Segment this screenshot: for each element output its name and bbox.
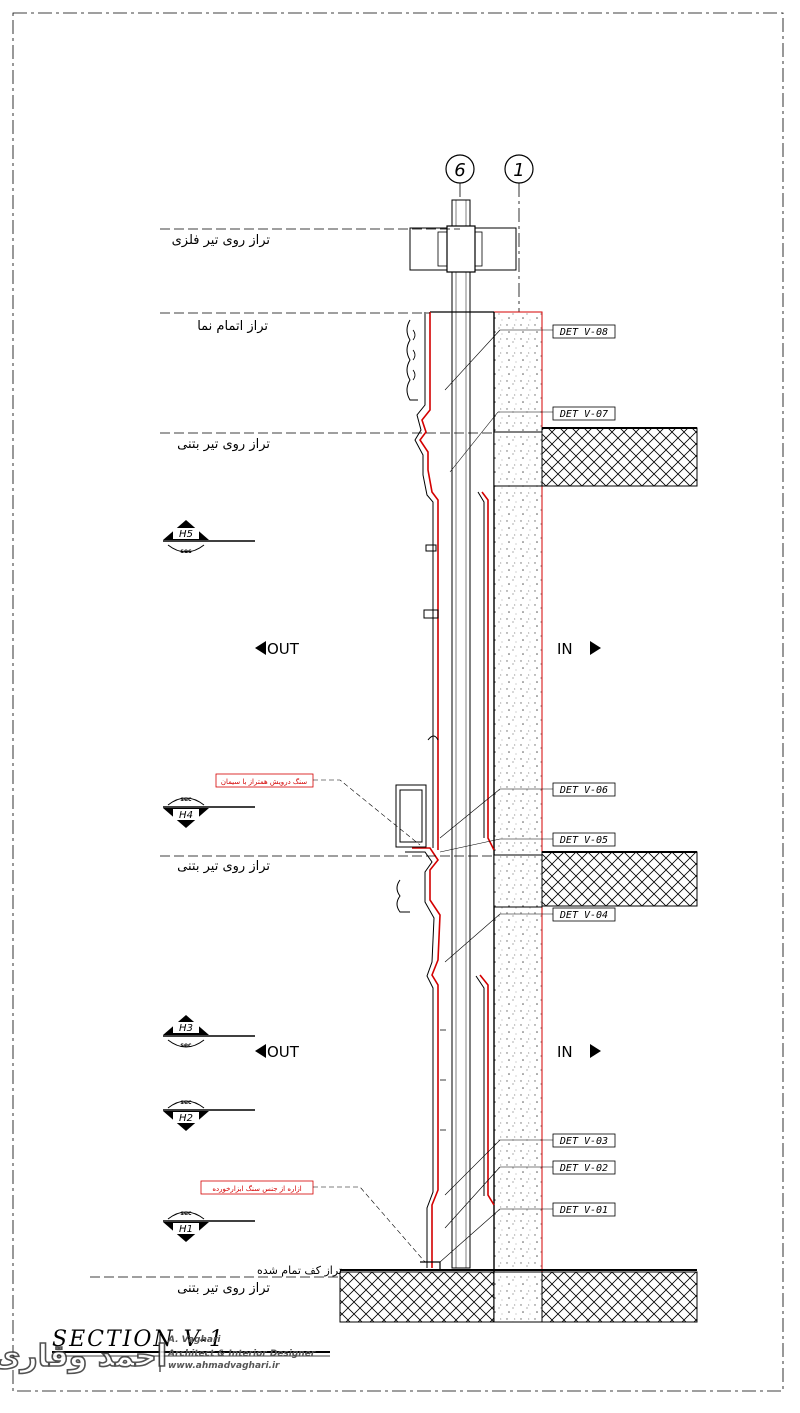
detail-callouts: DET V-08 DET V-07 DET V-06 DET V-05 DET … xyxy=(439,324,616,1263)
foundation-slab xyxy=(339,1269,698,1323)
detail-v03: DET V-03 xyxy=(444,1133,616,1196)
detail-label-v04: DET V-04 xyxy=(559,910,608,921)
facade-cladding xyxy=(395,311,495,1271)
section-label-h1: H1 xyxy=(179,1224,193,1235)
grid-label-6: 6 xyxy=(454,160,465,181)
section-sub-h2: sec xyxy=(180,1099,192,1106)
note-stone-lower-text: ازاره از جنس سنگ ابزارخورده xyxy=(212,1184,301,1193)
note-stone-upper-text: سنگ درویش همتراز با سیمان xyxy=(221,777,307,786)
floor-slab-upper xyxy=(493,427,698,487)
detail-label-v05: DET V-05 xyxy=(559,835,608,846)
section-label-h5: H5 xyxy=(179,529,193,540)
note-stone-lower: ازاره از جنس سنگ ابزارخورده xyxy=(200,1180,426,1263)
note-stone-upper: سنگ درویش همتراز با سیمان xyxy=(215,773,421,846)
detail-v05: DET V-05 xyxy=(439,832,616,853)
section-label-h2: H2 xyxy=(179,1113,193,1124)
level-concrete-beam-top-1: تراز روی تیر بتنی xyxy=(177,437,270,452)
section-marker-h5: H5 sec xyxy=(163,520,255,555)
grid-label-1: 1 xyxy=(513,160,524,181)
section-marker-h1: sec H1 xyxy=(163,1210,255,1242)
direction-out-lower: OUT xyxy=(255,1043,300,1061)
level-finished-floor: تراز کف تمام شده xyxy=(257,1264,342,1277)
designer-logo: احمد وقاری xyxy=(0,1339,167,1374)
section-marker-h4: sec H4 xyxy=(163,796,255,828)
out-label-upper: OUT xyxy=(267,640,300,658)
detail-label-v07: DET V-07 xyxy=(559,409,608,420)
designer-role: Architect & Interior Designer xyxy=(167,1349,316,1359)
direction-in-lower: IN xyxy=(557,1043,601,1061)
section-sub-h1: sec xyxy=(180,1210,192,1217)
sheet-border xyxy=(12,12,784,1392)
section-label-h4: H4 xyxy=(179,810,193,821)
section-sub-h3: sec xyxy=(180,1042,192,1049)
detail-label-v01: DET V-01 xyxy=(559,1205,608,1216)
detail-v08: DET V-08 xyxy=(444,324,616,391)
title-block: SECTION V-1 A. Vaghari Architect & Inter… xyxy=(0,1327,330,1375)
designer-name: A. Vaghari xyxy=(167,1335,221,1345)
section-marker-h2: sec H2 xyxy=(163,1099,255,1131)
level-concrete-beam-top-2: تراز روی تیر بتنی xyxy=(177,859,270,874)
out-label-lower: OUT xyxy=(267,1043,300,1061)
drawing-title: SECTION V-1 xyxy=(52,1327,225,1352)
detail-label-v03: DET V-03 xyxy=(559,1136,608,1147)
level-lines xyxy=(90,228,494,1278)
section-marker-h3: H3 sec xyxy=(163,1015,255,1049)
detail-label-v08: DET V-08 xyxy=(559,327,608,338)
level-facade-finish: تراز اتمام نما xyxy=(197,319,268,334)
in-label-lower: IN xyxy=(557,1043,573,1061)
section-label-h3: H3 xyxy=(179,1023,193,1034)
detail-v02: DET V-02 xyxy=(444,1160,616,1229)
direction-in-upper: IN xyxy=(557,640,601,658)
detail-v07: DET V-07 xyxy=(449,406,616,473)
section-sub-h4: sec xyxy=(180,796,192,803)
level-steel-beam-top: تراز روی تیر فلزی xyxy=(172,233,271,248)
detail-label-v02: DET V-02 xyxy=(559,1163,608,1174)
detail-v01: DET V-01 xyxy=(439,1202,616,1263)
floor-slab-middle xyxy=(493,851,698,908)
detail-v06: DET V-06 xyxy=(439,782,616,839)
detail-v04: DET V-04 xyxy=(444,907,616,963)
detail-label-v06: DET V-06 xyxy=(559,785,608,796)
direction-out-upper: OUT xyxy=(255,640,300,658)
designer-website: www.ahmadvaghari.ir xyxy=(168,1361,280,1371)
in-label-upper: IN xyxy=(557,640,573,658)
level-concrete-beam-top-3: تراز روی تیر بتنی xyxy=(177,1281,270,1296)
